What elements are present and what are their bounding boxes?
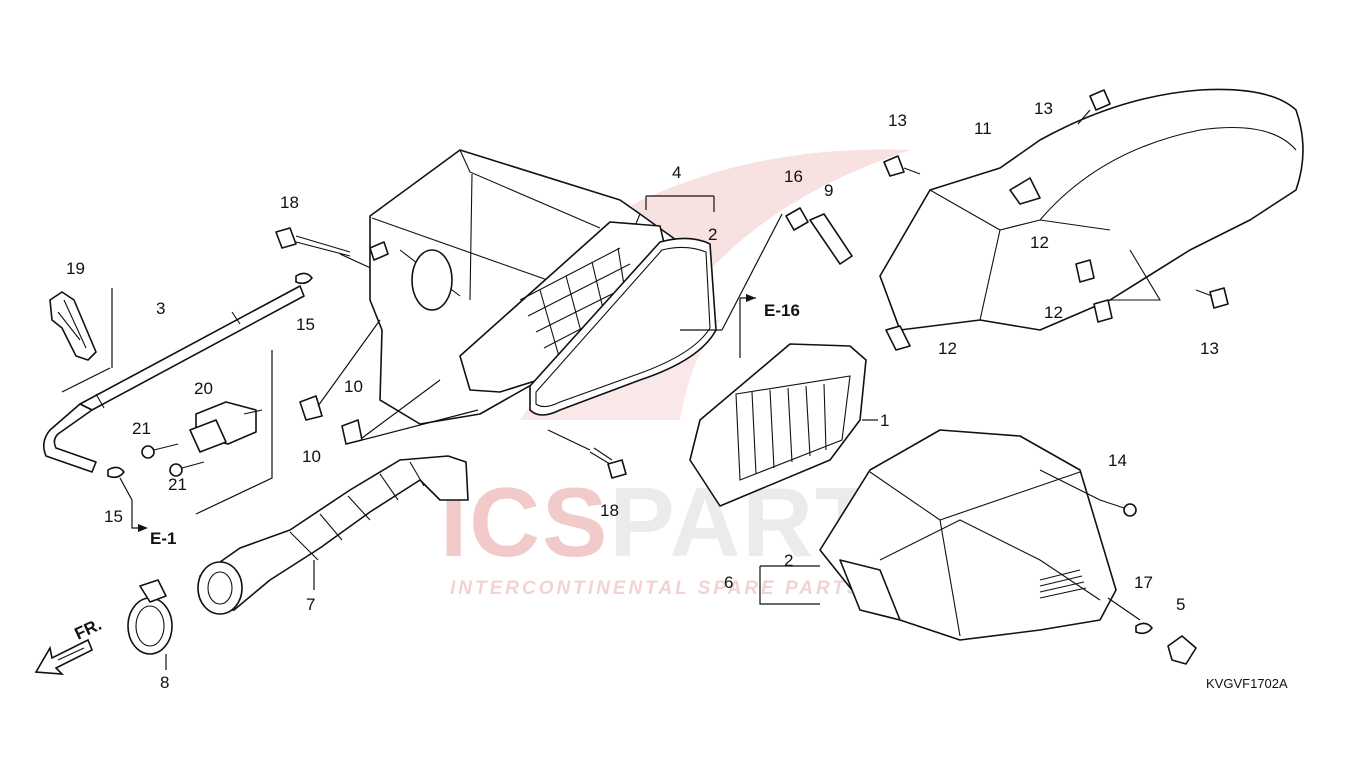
callout-3: 3 bbox=[156, 299, 165, 318]
ref-e1: E-1 bbox=[150, 529, 176, 548]
part-13-bolt-a bbox=[1077, 89, 1111, 125]
callout-15-lower: 15 bbox=[104, 507, 123, 526]
part-12-nut-b bbox=[1093, 299, 1113, 323]
callout-12-c: 12 bbox=[938, 339, 957, 358]
callout-2-upper: 2 bbox=[708, 225, 717, 244]
callout-10-a: 10 bbox=[344, 377, 363, 396]
callout-21-a: 21 bbox=[132, 419, 151, 438]
part-10-grommet-a bbox=[299, 319, 381, 421]
callout-15-upper: 15 bbox=[296, 315, 315, 334]
part-2-seal-upper bbox=[529, 237, 717, 416]
part-18-bolt-lower bbox=[547, 429, 627, 479]
part-7-intake-tube bbox=[197, 455, 469, 615]
part-5-grommet bbox=[1167, 635, 1197, 665]
callout-21-b: 21 bbox=[168, 475, 187, 494]
part-18-bolt-upper bbox=[275, 227, 389, 277]
callout-e16-arrow bbox=[739, 297, 756, 358]
callout-13-b: 13 bbox=[888, 111, 907, 130]
part-12-nut-a bbox=[1075, 259, 1095, 283]
callout-19: 19 bbox=[66, 259, 85, 278]
part-17-clip bbox=[1135, 622, 1153, 635]
callout-2-6-bracket bbox=[759, 565, 820, 605]
callout-12-a: 12 bbox=[1030, 233, 1049, 252]
callout-18-upper: 18 bbox=[280, 193, 299, 212]
part-15-clip-upper bbox=[295, 272, 313, 285]
part-9-bracket bbox=[680, 213, 853, 331]
callout-5: 5 bbox=[1176, 595, 1185, 614]
part-11-fender bbox=[879, 88, 1304, 331]
callout-13-c: 13 bbox=[1200, 339, 1219, 358]
ref-e1-arrow-icon bbox=[138, 524, 148, 532]
diagram-code: KVGVF1702A bbox=[1206, 676, 1288, 691]
air-cleaner-cover bbox=[819, 429, 1141, 641]
part-8-clamp bbox=[127, 579, 173, 670]
callout-4: 4 bbox=[672, 163, 681, 182]
part-3-tube bbox=[42, 285, 305, 473]
callout-13-a: 13 bbox=[1034, 99, 1053, 118]
part-13-bolt-b bbox=[883, 155, 921, 177]
front-label: FR. bbox=[72, 615, 105, 644]
callout-1: 1 bbox=[880, 411, 889, 430]
part-21-screw-a bbox=[141, 443, 179, 459]
callout-16: 16 bbox=[784, 167, 803, 186]
callout-17: 17 bbox=[1134, 573, 1153, 592]
callout-14: 14 bbox=[1108, 451, 1127, 470]
part-1-filter-element bbox=[689, 343, 878, 507]
callout-10-b: 10 bbox=[302, 447, 321, 466]
part-10-grommet-b bbox=[341, 379, 479, 445]
front-direction-indicator: FR. bbox=[34, 615, 105, 675]
callout-2-lower: 2 bbox=[784, 551, 793, 570]
callout-9: 9 bbox=[824, 181, 833, 200]
part-12-nut-c bbox=[885, 325, 911, 351]
callouts: 1 2 2 3 4 5 6 7 8 9 10 10 11 12 12 12 13… bbox=[66, 99, 1219, 692]
part-21-screw-b bbox=[169, 461, 205, 477]
part-20-sensor bbox=[189, 350, 273, 515]
part-14-screw bbox=[1039, 469, 1137, 517]
part-19-clip bbox=[49, 288, 113, 393]
callout-8: 8 bbox=[160, 673, 169, 692]
ref-e16-arrow-icon bbox=[746, 294, 756, 302]
part-13-bolt-c bbox=[1195, 287, 1229, 309]
callout-6: 6 bbox=[724, 573, 733, 592]
watermark-tagline: INTERCONTINENTAL SPARE PARTS bbox=[450, 578, 863, 599]
callout-20: 20 bbox=[194, 379, 213, 398]
callout-7: 7 bbox=[306, 595, 315, 614]
callout-18-lower: 18 bbox=[600, 501, 619, 520]
callout-12-b: 12 bbox=[1044, 303, 1063, 322]
part-16-clamp bbox=[785, 207, 809, 231]
ref-e16: E-16 bbox=[764, 301, 800, 320]
callout-4-bracket bbox=[645, 195, 715, 212]
callout-11: 11 bbox=[974, 119, 992, 138]
